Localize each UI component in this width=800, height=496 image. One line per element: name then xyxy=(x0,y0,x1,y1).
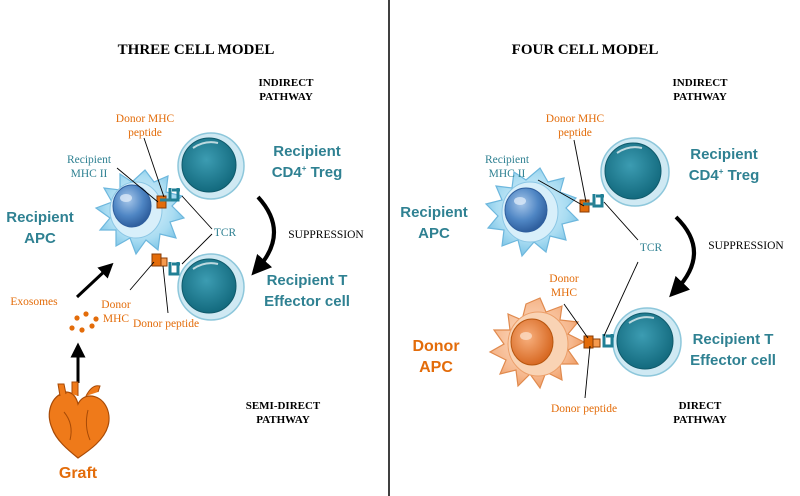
left-donor-peptide-label: Donor peptide xyxy=(133,318,199,330)
exosome-to-apc-arrow xyxy=(75,262,114,299)
right-donor-mhc-peptide-label-line2: peptide xyxy=(558,127,592,139)
left-recipient-treg-label-line2: CD4+ Treg xyxy=(272,164,343,181)
right-recipient-treg-label-line1: Recipient xyxy=(690,146,758,163)
right-donor-apc-label-line1: Donor xyxy=(412,338,459,355)
four-cell-model-title: FOUR CELL MODEL xyxy=(512,42,659,58)
right-direct-pathway-line1: DIRECT xyxy=(679,400,722,412)
right-tcr-donor-mhc-complex xyxy=(583,334,614,349)
left-donor-mhc-label-line1: Donor xyxy=(101,299,131,311)
right-recipient-apc-label-line2: APC xyxy=(418,225,450,242)
right-donor-peptide-label: Donor peptide xyxy=(551,403,617,415)
right-indirect-pathway-line1: INDIRECT xyxy=(672,77,728,89)
left-leader-lines xyxy=(116,137,213,314)
left-tcr-mhcii-complex xyxy=(156,188,180,209)
left-recipient-apc-label-line2: APC xyxy=(24,230,56,247)
left-indirect-pathway-line1: INDIRECT xyxy=(258,77,314,89)
left-donor-mhc-label-line2: MHC xyxy=(103,313,130,325)
left-recipient-mhcii-label-line1: Recipient xyxy=(67,154,112,166)
left-indirect-pathway-line2: PATHWAY xyxy=(259,91,313,103)
left-suppression-arrow xyxy=(251,195,276,276)
right-donor-mhc-label-line1: Donor xyxy=(549,273,579,285)
left-suppression-label: SUPPRESSION xyxy=(288,229,364,241)
left-semidirect-pathway-line2: PATHWAY xyxy=(256,414,310,426)
right-recipient-teff-label-line1: Recipient T xyxy=(693,331,774,348)
graft-label: Graft xyxy=(59,465,98,482)
left-recipient-teff-label-line1: Recipient T xyxy=(267,272,348,289)
right-indirect-pathway-line2: PATHWAY xyxy=(673,91,727,103)
right-tcr-mhcii-complex xyxy=(579,194,604,213)
exosome-dots xyxy=(69,311,99,333)
right-donor-apc-label-line2: APC xyxy=(419,359,453,376)
left-recipient-teffector-cell xyxy=(177,253,245,321)
left-recipient-treg-label-line1: Recipient xyxy=(273,143,341,160)
three-cell-model-title: THREE CELL MODEL xyxy=(118,42,275,58)
left-recipient-apc-cell xyxy=(94,169,186,256)
right-direct-pathway-line2: PATHWAY xyxy=(673,414,727,426)
right-recipient-treg-label-line2: CD4+ Treg xyxy=(689,167,760,184)
right-donor-mhc-peptide-label-line1: Donor MHC xyxy=(546,113,605,125)
left-tcr-label: TCR xyxy=(214,227,237,239)
right-recipient-teffector-cell xyxy=(612,307,682,377)
left-donor-mhc-peptide-label-line1: Donor MHC xyxy=(116,113,175,125)
exosomes-label: Exosomes xyxy=(10,296,58,308)
four-cell-model-panel: FOUR CELL MODEL INDIRECT PATHWAY DIRECT … xyxy=(400,42,784,426)
left-recipient-treg-cell xyxy=(177,132,245,200)
right-recipient-teff-label-line2: Effector cell xyxy=(690,352,776,369)
left-recipient-mhcii-label-line2: MHC II xyxy=(71,168,108,180)
right-recipient-mhcii-label-line2: MHC II xyxy=(489,168,526,180)
right-suppression-label: SUPPRESSION xyxy=(708,240,784,252)
left-tcr-donor-mhc-complex xyxy=(151,253,180,276)
left-recipient-teff-label-line2: Effector cell xyxy=(264,293,350,310)
right-recipient-mhcii-label-line1: Recipient xyxy=(485,154,530,166)
left-recipient-apc-label-line1: Recipient xyxy=(6,209,74,226)
right-suppression-arrow xyxy=(669,215,696,298)
left-semidirect-pathway-line1: SEMI-DIRECT xyxy=(246,400,321,412)
right-donor-mhc-label-line2: MHC xyxy=(551,287,578,299)
three-cell-model-panel: THREE CELL MODEL INDIRECT PATHWAY SEMI-D… xyxy=(6,42,364,482)
right-leader-lines xyxy=(537,139,639,399)
right-donor-apc-cell xyxy=(488,297,586,390)
left-donor-mhc-peptide-label-line2: peptide xyxy=(128,127,162,139)
right-tcr-label: TCR xyxy=(640,242,663,254)
heart-graft-icon xyxy=(48,381,110,459)
right-recipient-treg-cell xyxy=(600,137,670,207)
right-recipient-apc-label-line1: Recipient xyxy=(400,204,468,221)
right-recipient-apc-cell xyxy=(484,167,580,258)
